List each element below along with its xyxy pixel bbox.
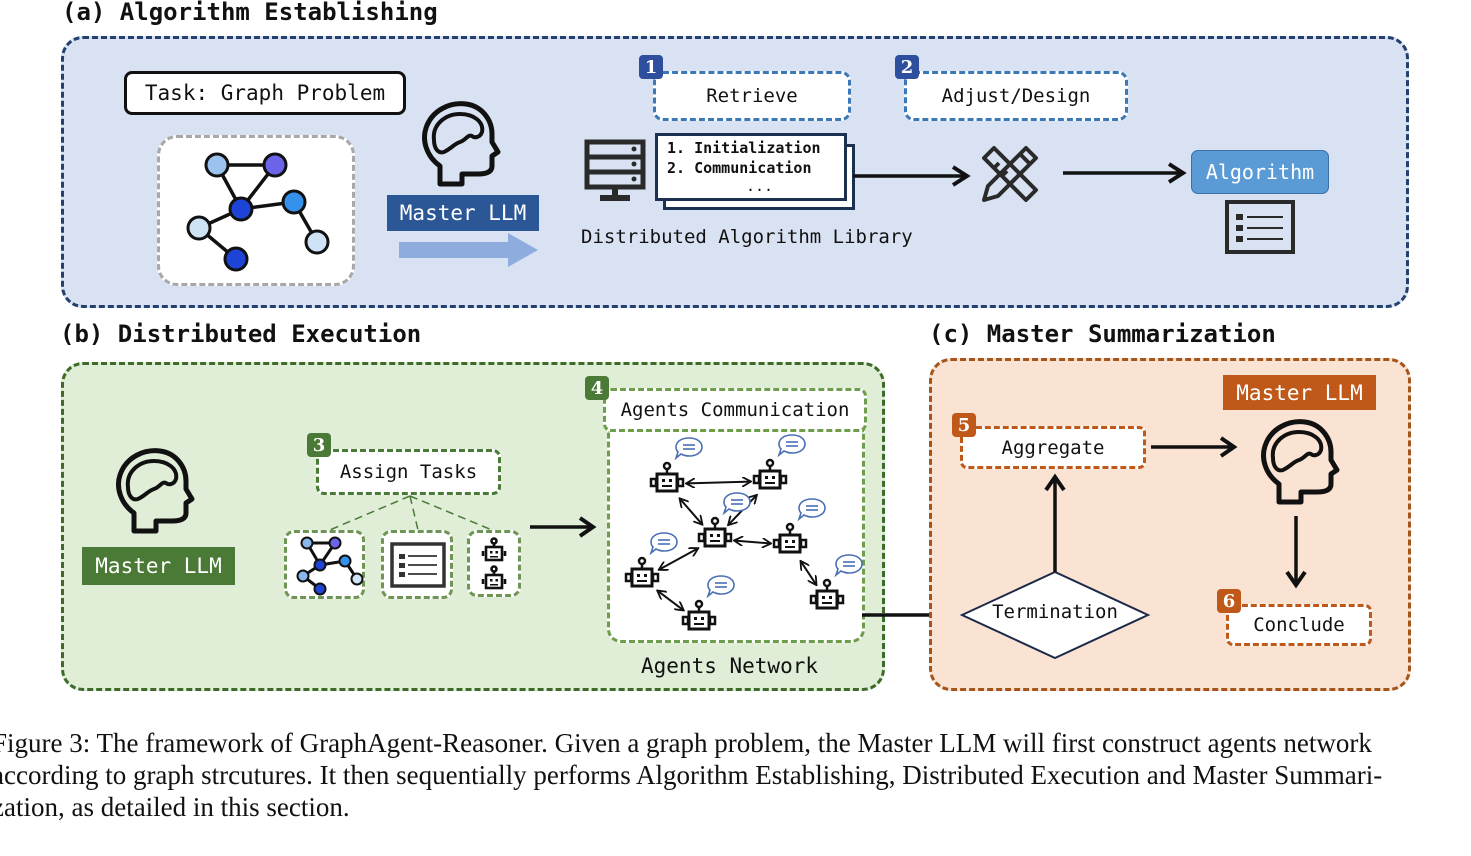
subtask-graph-card xyxy=(284,530,365,599)
chat-bubble-icon xyxy=(797,498,826,522)
chat-bubble-icon xyxy=(674,437,703,461)
subtask-agents-card xyxy=(467,530,521,597)
graph-card xyxy=(157,135,355,286)
caption-line: zation, as detailed in this section. xyxy=(0,792,350,822)
master-llm-label-a: Master LLM xyxy=(387,195,539,231)
termination-diamond xyxy=(959,570,1151,660)
graph-icon xyxy=(186,152,330,272)
robot-agent-icon xyxy=(681,599,717,631)
robot-agent-icon xyxy=(752,458,788,490)
agent-link xyxy=(658,591,683,610)
step-assign-box: Assign Tasks xyxy=(316,449,501,495)
robot-agent-icon xyxy=(624,556,660,588)
arrow-right-icon xyxy=(399,233,538,267)
arrow-down-icon xyxy=(1285,516,1307,589)
library-item: 2. Communication xyxy=(667,159,812,177)
step-retrieve-label: Retrieve xyxy=(706,85,798,107)
caption-line: Figure 3: The framework of GraphAgent-Re… xyxy=(0,728,1372,758)
robot-agent-icon xyxy=(772,522,808,554)
library-caption: Distributed Algorithm Library xyxy=(581,226,913,248)
step-1-badge: 1 xyxy=(639,55,663,79)
agent-link xyxy=(680,499,702,524)
agent-link xyxy=(735,541,770,544)
algorithm-label: Algorithm xyxy=(1191,150,1329,194)
robot-agent-icon xyxy=(809,578,845,610)
library-item: ... xyxy=(746,177,774,195)
caption-line: according to graph strcutures. It then s… xyxy=(0,760,1383,790)
brain-head-icon xyxy=(422,101,501,187)
step-conclude-label: Conclude xyxy=(1253,614,1345,636)
arrow-icon xyxy=(1151,436,1238,458)
chat-bubble-icon xyxy=(706,575,735,599)
chat-bubble-icon xyxy=(834,554,863,578)
arrow-up-icon xyxy=(1044,473,1066,572)
agents-network-label: Agents Network xyxy=(641,654,819,678)
section-b-title: (b) Distributed Execution xyxy=(60,320,422,348)
agents-network-graph xyxy=(624,434,863,631)
chat-bubble-icon xyxy=(777,434,806,458)
step-communication-box: Agents Communication xyxy=(603,388,867,432)
agent-link xyxy=(801,562,816,585)
step-2-badge: 2 xyxy=(895,55,919,79)
arrow-icon xyxy=(853,165,971,187)
termination-label: Termination xyxy=(992,601,1118,623)
arrow-icon xyxy=(530,516,597,538)
agent-link xyxy=(660,549,698,570)
master-llm-label-b: Master LLM xyxy=(82,547,235,585)
agent-link xyxy=(687,482,750,484)
robot-agent-icon xyxy=(649,461,685,493)
graph-icon xyxy=(296,536,364,596)
step-adjust-box: Adjust/Design xyxy=(904,71,1128,121)
step-5-badge: 5 xyxy=(952,413,976,437)
step-adjust-label: Adjust/Design xyxy=(941,85,1091,107)
assign-connector-lines xyxy=(324,495,493,533)
robot-pair-icon xyxy=(481,537,507,590)
server-icon xyxy=(584,139,646,201)
step-3-badge: 3 xyxy=(307,433,331,457)
design-tools-icon xyxy=(982,146,1038,202)
step-assign-label: Assign Tasks xyxy=(339,461,478,483)
master-llm-label-c: Master LLM xyxy=(1223,375,1376,410)
figure-caption: Figure 3: The framework of GraphAgent-Re… xyxy=(0,727,1471,823)
robot-agent-icon xyxy=(697,516,733,548)
arrow-icon xyxy=(1063,162,1187,184)
section-c-title: (c) Master Summarization xyxy=(929,320,1276,348)
section-a-title: (a) Algorithm Establishing xyxy=(62,0,438,26)
library-item: 1. Initialization xyxy=(667,139,821,157)
task-label: Task: Graph Problem xyxy=(124,71,406,115)
step-4-badge: 4 xyxy=(585,376,609,400)
document-list-icon xyxy=(1225,200,1295,254)
step-communication-label: Agents Communication xyxy=(620,399,850,421)
step-aggregate-label: Aggregate xyxy=(1001,436,1105,459)
step-aggregate-box: Aggregate xyxy=(960,426,1146,469)
brain-head-icon xyxy=(116,448,195,534)
subtask-document-card xyxy=(381,530,453,599)
library-card: 1. Initialization 2. Communication ... xyxy=(655,133,847,201)
document-list-icon xyxy=(390,542,446,588)
chat-bubble-icon xyxy=(722,492,751,516)
step-conclude-box: Conclude xyxy=(1226,604,1372,646)
step-retrieve-box: Retrieve xyxy=(653,71,851,121)
chat-bubble-icon xyxy=(649,532,678,556)
step-6-badge: 6 xyxy=(1217,589,1241,613)
brain-head-icon xyxy=(1261,419,1340,505)
